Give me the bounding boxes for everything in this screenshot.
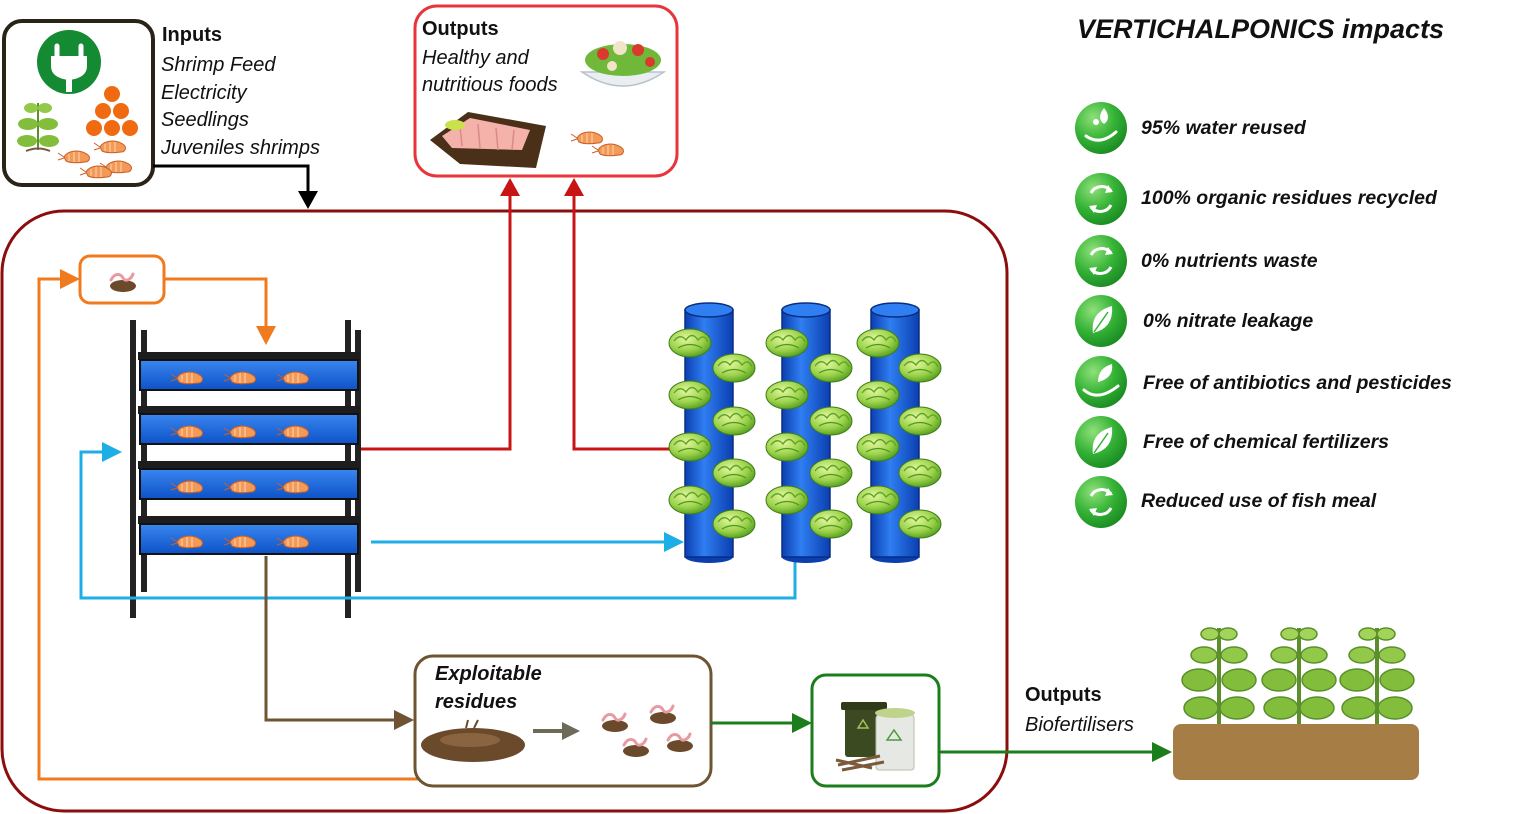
fish-fillet-board-icon (430, 112, 546, 168)
shrimp-tank-1 (138, 352, 360, 391)
leaf-hand-icon (1075, 356, 1127, 408)
impact-label-antibiotics: Free of antibiotics and pesticides (1143, 372, 1452, 394)
shrimp-tank-rack (130, 320, 361, 618)
inputs-title: Inputs (162, 24, 222, 46)
shrimp-tank-2 (138, 406, 360, 445)
outputs-bio-title: Outputs (1025, 684, 1102, 706)
inputs-arrow (153, 164, 310, 202)
worm-box (78, 254, 166, 305)
residues-title-line-1: Exploitable (435, 663, 542, 685)
impacts-title: VERTICHALPONICS impacts (1077, 14, 1445, 44)
inputs-item-juvenile-shrimps: Juveniles shrimps (161, 137, 320, 159)
worms-to-tanks-flow (164, 277, 268, 330)
sludge-icon (421, 719, 525, 762)
leaf-icon (1075, 416, 1127, 468)
impact-label-nitrate: 0% nitrate leakage (1143, 310, 1314, 332)
water-return-flow (79, 450, 797, 600)
impact-label-nutrients: 0% nutrients waste (1141, 250, 1318, 272)
residues-title-line-2: residues (435, 691, 518, 713)
leaf-icon (1075, 295, 1127, 347)
inputs-item-seedlings: Seedlings (161, 109, 249, 131)
impact-label-water: 95% water reused (1141, 117, 1306, 139)
outputs-food-line-1: Healthy and (422, 47, 529, 69)
water-hand-icon (1075, 102, 1127, 154)
shrimp-to-food-flow (360, 190, 512, 451)
seedling-icon (17, 103, 59, 152)
recycle-icon (1075, 476, 1127, 528)
plants-to-food-flow (572, 190, 682, 451)
tanks-to-residues-flow (264, 556, 398, 722)
impact-label-fish-meal: Reduced use of fish meal (1141, 490, 1377, 512)
outputs-food-line-2: nutritious foods (422, 74, 558, 96)
shrimp-tank-4 (138, 516, 360, 555)
compost-bin-icon (835, 702, 915, 772)
worm-compost-icon (108, 272, 138, 294)
impact-label-organic-residues: 100% organic residues recycled (1141, 187, 1437, 209)
inputs-item-electricity: Electricity (161, 82, 247, 104)
salad-bowl-icon (579, 41, 667, 87)
system-boundary (0, 209, 1009, 813)
recycle-icon (1075, 235, 1127, 287)
outputs-food-title: Outputs (422, 18, 499, 40)
impact-label-fertilizers: Free of chemical fertilizers (1143, 431, 1390, 453)
shrimp-tank-3 (138, 461, 360, 500)
recycle-icon (1075, 173, 1127, 225)
residues-to-worms-flow (37, 277, 422, 781)
outputs-bio-label: Biofertilisers (1025, 714, 1134, 736)
shrimp-feed-pellets-icon (86, 86, 138, 136)
electricity-plug-icon (37, 30, 101, 94)
plants-in-soil-icon (1173, 626, 1419, 780)
inputs-item-shrimp-feed: Shrimp Feed (161, 54, 276, 76)
